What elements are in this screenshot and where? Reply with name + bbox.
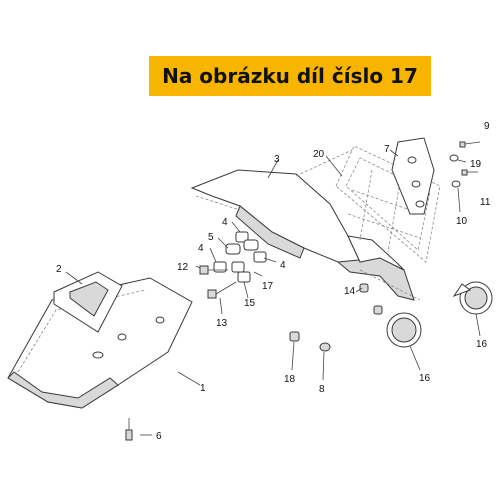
part-16-reflector-round-right — [452, 281, 493, 315]
callout-16-left: 16 — [419, 373, 431, 384]
callout-5: 5 — [208, 232, 214, 243]
callout-15: 15 — [244, 298, 256, 309]
callout-13: 13 — [216, 318, 228, 329]
callout-10: 10 — [456, 216, 468, 227]
part-16-reflector-round-left — [386, 312, 422, 348]
part-18-nut — [289, 331, 300, 342]
part-11-screw — [461, 169, 478, 176]
callout-8: 8 — [319, 384, 325, 395]
part-19-washer — [449, 154, 459, 162]
callout-12: 12 — [177, 262, 189, 273]
callout-18: 18 — [284, 374, 296, 385]
callout-2: 2 — [56, 264, 62, 275]
callout-3: 3 — [274, 154, 280, 165]
part-14-nut — [359, 283, 383, 315]
callout-7: 7 — [384, 144, 390, 155]
part-highlight-banner: Na obrázku díl číslo 17 — [149, 56, 431, 96]
part-13-bolt — [207, 281, 237, 299]
callout-4-upper: 4 — [222, 217, 228, 228]
part-7-reflector-bracket — [391, 137, 435, 215]
callout-20: 20 — [313, 149, 325, 160]
part-9-screw — [459, 141, 481, 148]
part-20-plate-frame — [195, 145, 441, 301]
callout-16-right: 16 — [476, 339, 488, 350]
part-12-bolt — [199, 265, 228, 275]
callout-9: 9 — [484, 121, 490, 132]
callout-19: 19 — [470, 159, 482, 170]
callout-4-lower: 4 — [198, 243, 204, 254]
leader-lines — [65, 149, 481, 436]
callout-4-right: 4 — [280, 260, 286, 271]
part-8-grommet — [319, 342, 331, 352]
part-6-screw — [125, 418, 133, 441]
part-spacers — [213, 231, 267, 283]
callout-17: 17 — [262, 281, 274, 292]
part-2-grommet-plate — [53, 271, 123, 333]
callout-labels: 1 2 3 4 5 4 4 6 7 8 9 10 11 12 13 14 15 … — [56, 121, 491, 442]
callout-6: 6 — [156, 431, 162, 442]
part-3-plate-holder — [190, 169, 415, 301]
part-10-washer — [451, 180, 461, 188]
part-1-mudguard-tray — [7, 277, 193, 409]
callout-1: 1 — [200, 383, 206, 394]
callout-11: 11 — [480, 197, 491, 208]
callout-14: 14 — [344, 286, 356, 297]
